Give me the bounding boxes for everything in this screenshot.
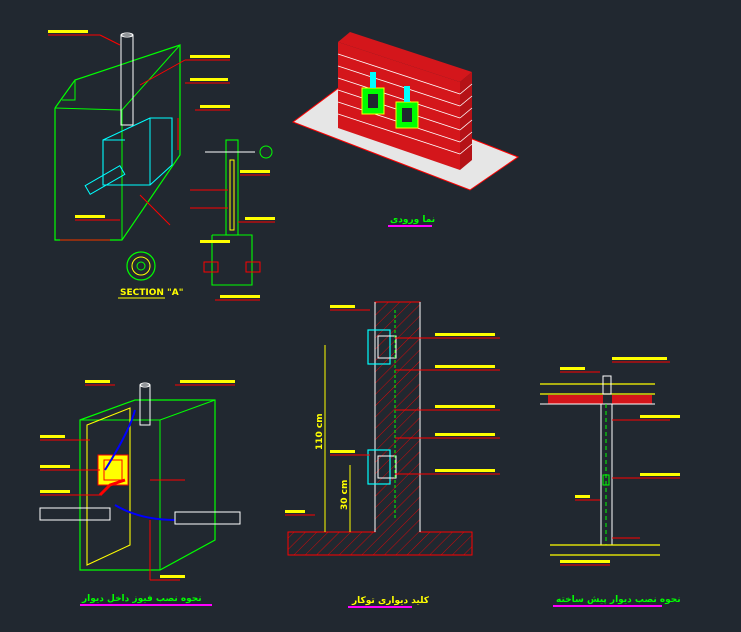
iso-junction-box-detail: SECTION "A" [48,30,230,299]
dim-30: 30 cm [340,480,350,510]
wall-section-detail: 110 cm 30 cm کلید دیواری توکار [285,301,500,608]
prefab-wall-detail: نحوه نصب دیوار پیش ساخته [540,357,681,607]
prefab-title: نحوه نصب دیوار پیش ساخته [556,595,681,605]
dim-110: 110 cm [315,413,325,450]
fuse-box-title: نحوه نصب فیوز داخل دیوار [81,594,202,604]
brick-wall-iso: نما ورودی [291,32,520,227]
pipe-section-detail [190,139,275,301]
wall-section-title: کلید دیواری توکار [351,596,430,606]
wall-iso-title: نما ورودی [390,215,435,225]
fuse-box-iso: نحوه نصب فیوز داخل دیوار [39,380,241,606]
section-a-label: SECTION "A" [120,288,183,298]
